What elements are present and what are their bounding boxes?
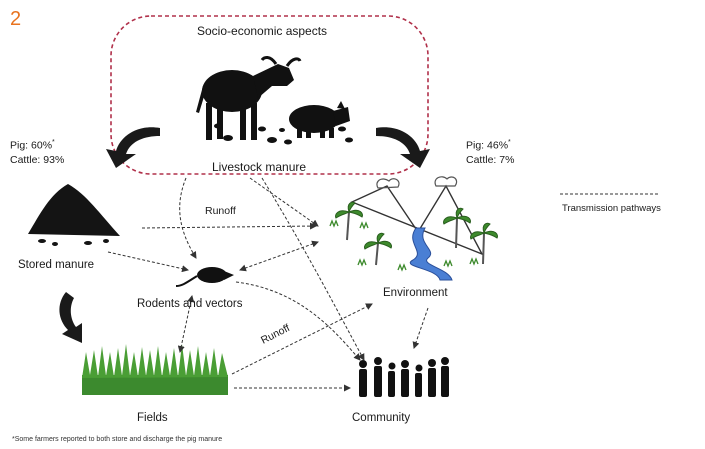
river: [409, 227, 453, 281]
path-environment-community: [412, 307, 429, 349]
path-rodents-fields: [177, 295, 195, 353]
manure-heap-icon: [28, 184, 120, 246]
left-percentages: Pig: 60%* Cattle: 93%: [10, 136, 64, 167]
cow-icon: [196, 56, 302, 140]
curved-arrow-left: [106, 127, 160, 168]
footnote: *Some farmers reported to both store and…: [12, 436, 223, 443]
path-stored-to-environment: [141, 222, 317, 230]
runoff-label-top: Runoff: [205, 205, 236, 217]
environment-label: Environment: [383, 287, 448, 299]
socio-economic-box: [110, 15, 429, 175]
community-label: Community: [352, 412, 411, 424]
right-pig-pct: Pig: 46%: [466, 139, 509, 152]
path-stored-to-rodents: [107, 251, 189, 273]
pig-icon: [289, 101, 350, 138]
environment-landscape: [329, 176, 498, 281]
right-percentages: Pig: 46%* Cattle: 7%: [466, 136, 514, 167]
socio-economic-title: Socio-economic aspects: [197, 24, 328, 38]
path-livestock-to-environment: [249, 177, 319, 227]
rodents-vectors-label: Rodents and vectors: [137, 298, 243, 310]
community-people-icon: [359, 357, 449, 397]
path-rodents-environment: [239, 240, 319, 272]
curved-arrow-right: [376, 127, 430, 168]
manure-droppings: [214, 123, 353, 145]
livestock-manure-label: Livestock manure: [212, 160, 307, 174]
legend-label: Transmission pathways: [562, 203, 661, 214]
curved-arrow-down: [59, 292, 82, 343]
right-cattle-pct: Cattle: 7%: [466, 153, 515, 166]
left-pig-pct: Pig: 60%: [10, 139, 53, 152]
right-pig-asterisk: *: [508, 139, 511, 146]
left-cattle-pct: Cattle: 93%: [10, 153, 65, 166]
figure-number: 2: [10, 8, 22, 30]
path-livestock-to-rodents: [179, 177, 197, 259]
stored-manure-label: Stored manure: [18, 259, 95, 271]
grass-tufts: [329, 219, 479, 272]
rat-icon: [175, 267, 234, 287]
left-pig-asterisk: *: [52, 139, 55, 146]
path-fields-environment: [231, 303, 373, 375]
transmission-pathways: [107, 177, 658, 392]
palm-trees: [335, 201, 498, 266]
path-livestock-to-community: [261, 177, 365, 361]
path-rodents-community: [235, 281, 361, 361]
fields-grass-icon: [82, 344, 228, 395]
fields-label: Fields: [137, 412, 168, 424]
